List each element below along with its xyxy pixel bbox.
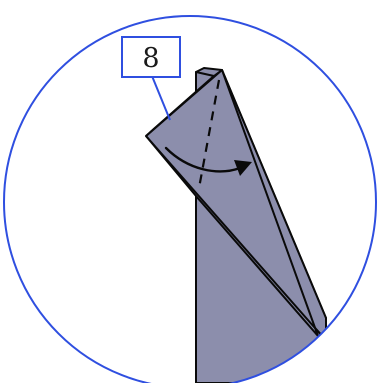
step-number: 8 xyxy=(142,43,159,74)
